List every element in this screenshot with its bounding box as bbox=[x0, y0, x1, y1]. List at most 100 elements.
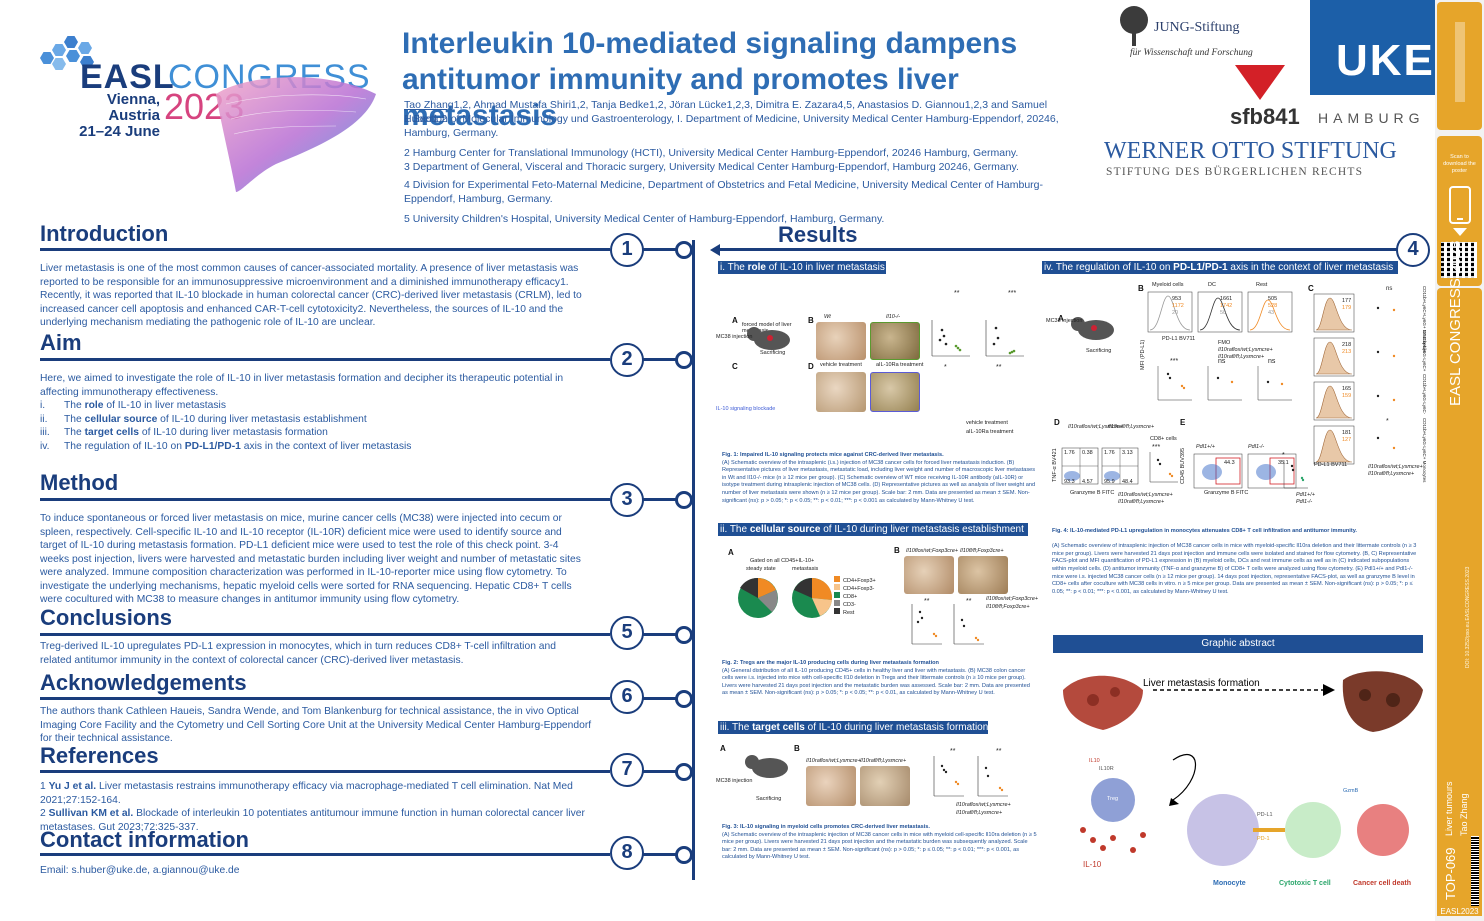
tree-icon bbox=[1120, 6, 1148, 46]
sub-post: of IL-10 in liver metastasis bbox=[765, 262, 885, 273]
sub-bold: PD-L1/PD-1 bbox=[1173, 262, 1228, 273]
section-number-2: 2 bbox=[610, 343, 644, 377]
results-arrow-icon bbox=[710, 244, 720, 256]
foxp3-ctrl-label: Il10flox/wt;Foxp3cre+ bbox=[906, 548, 959, 554]
contact-text[interactable]: Email: s.huber@uke.de, a.giannou@uke.de bbox=[40, 865, 240, 876]
fig4-caption: Fig. 4: IL-10-mediated PD-L1 upregulatio… bbox=[1052, 528, 1420, 596]
fig4c-group: CD11b+Ly6G-Ly6C+ Monocytes bbox=[1422, 418, 1427, 483]
histogram-value: 213 bbox=[1342, 349, 1352, 355]
section-number-6: 6 bbox=[610, 680, 644, 714]
sub-post: axis in the context of liver metastasis bbox=[1227, 262, 1394, 273]
myeloid-label: Myeloid cells bbox=[1152, 282, 1184, 288]
sub-pre: iv. The regulation of IL-10 on bbox=[1044, 262, 1174, 273]
fig4c-histograms-icon bbox=[1313, 293, 1396, 465]
sfb841-wordmark: sfb841 bbox=[1230, 104, 1300, 129]
ga-label: PD-1 bbox=[1257, 836, 1270, 842]
panel-label: C bbox=[1308, 284, 1314, 293]
fig4-caption-text: (A) Schematic overview of intrasplenic i… bbox=[1052, 543, 1417, 595]
fig4d-scatter-icon bbox=[1149, 452, 1178, 483]
legend-foxp3-ko: Il10fl/fl;Foxp3cre+ bbox=[986, 604, 1030, 610]
qr-code[interactable] bbox=[1441, 242, 1477, 278]
graphic-abstract-illustration bbox=[1063, 671, 1423, 866]
reference-text: Blockade of interleukin 10 potentiates a… bbox=[40, 808, 585, 833]
facs-quadrant: 3.13 bbox=[1122, 450, 1133, 456]
histogram-value: 1172 bbox=[1172, 303, 1184, 309]
method-heading: Method bbox=[40, 470, 119, 495]
sidebar-topic: Liver tumours bbox=[1444, 781, 1454, 836]
histogram-value: 1742 bbox=[1220, 303, 1233, 309]
ga-label: IL-10 bbox=[1083, 860, 1102, 869]
fig4c-group: CD11b+Ly6G-Ly6C+ bbox=[1422, 330, 1427, 372]
aim-intro: Here, we aimed to investigate the role o… bbox=[40, 373, 564, 398]
jung-stiftung-logo: JUNG-Stiftung für Wissenschaft und Forsc… bbox=[1110, 0, 1253, 66]
presenting-author: Tao Zhang bbox=[404, 99, 454, 111]
mc38-label: MC38 injection bbox=[716, 778, 753, 784]
aim-item: iii.The target cells of IL-10 during liv… bbox=[40, 426, 590, 440]
method-rule bbox=[40, 498, 610, 501]
liver-photo bbox=[860, 766, 910, 806]
aim-item-pre: The bbox=[64, 413, 85, 425]
fig3-caption: Fig. 3: IL-10 signaling in myeloid cells… bbox=[722, 824, 1037, 862]
fig4d-facs-icon bbox=[1061, 447, 1139, 485]
histogram-value: 1661 bbox=[1220, 296, 1233, 302]
reference-authors: Yu J et al. bbox=[48, 781, 97, 792]
results-timeline bbox=[692, 240, 695, 880]
significance: ** bbox=[954, 290, 960, 297]
legend-pdl1-ko: Pdl1-/- bbox=[1296, 499, 1313, 505]
timeline-dot-3 bbox=[675, 491, 693, 509]
jung-name: JUNG-Stiftung bbox=[1154, 20, 1240, 35]
ga-label: Cancer cell death bbox=[1353, 880, 1411, 887]
sub-post: of IL-10 during liver metastasis formati… bbox=[804, 722, 989, 733]
poster-title: Interleukin 10-mediated signaling dampen… bbox=[402, 27, 1018, 132]
facs-gate: 44.3 bbox=[1224, 460, 1235, 466]
cd8-label: CD8+ cells bbox=[1150, 436, 1177, 442]
mc38-label: MC38 injection bbox=[716, 334, 753, 340]
ga-label: Cytotoxic T cell bbox=[1279, 880, 1331, 887]
aim-rule bbox=[40, 358, 610, 361]
significance: ns bbox=[1386, 286, 1393, 292]
facs-quadrant: 1.76 bbox=[1064, 450, 1075, 456]
reference-number: 2 bbox=[40, 808, 49, 819]
section-number-4: 4 bbox=[1396, 233, 1430, 267]
aim-item-pre: The bbox=[64, 400, 85, 411]
uke-logo: UKE bbox=[1310, 0, 1435, 95]
acknowledgements-text: The authors thank Cathleen Haueis, Sandr… bbox=[40, 706, 592, 744]
mouse-icon bbox=[1071, 317, 1114, 340]
sidebar-footer: EASL2023 bbox=[1437, 907, 1482, 916]
histogram-value: 20 bbox=[1172, 310, 1179, 316]
gzmb-axis: Granzyme B FITC bbox=[1204, 490, 1249, 496]
references-rule bbox=[40, 770, 610, 773]
significance: *** bbox=[1170, 358, 1179, 365]
mfi-axis: MFI (PD-L1) bbox=[1140, 339, 1146, 370]
fig2b-scatter-icon bbox=[911, 604, 984, 645]
easl-congress-logo: EASL CONGRESS Vienna, Austria 21–24 June… bbox=[36, 28, 406, 198]
connector-6 bbox=[643, 697, 683, 700]
fig1-caption-title: Fig. 1: Impaired IL-10 signaling protect… bbox=[722, 452, 944, 458]
sacrificing-label: Sacrificing bbox=[1086, 348, 1112, 354]
liver-photo bbox=[870, 322, 920, 360]
panel-label: B bbox=[808, 316, 814, 325]
aim-item-number: i. bbox=[40, 400, 46, 411]
hexagon-cluster-icon bbox=[40, 34, 120, 84]
reference-text: Liver metastasis restrains immunotherapy… bbox=[40, 781, 573, 806]
legend-swatch bbox=[834, 600, 840, 606]
significance: *** bbox=[1008, 290, 1017, 297]
affiliation-4: 4 Division for Experimental Feto-Materna… bbox=[404, 179, 1044, 205]
significance: * bbox=[944, 364, 947, 371]
sacrificing-label: Sacrificing bbox=[760, 350, 786, 356]
aim-block: Here, we aimed to investigate the role o… bbox=[40, 372, 590, 453]
histogram-value: 953 bbox=[1172, 296, 1182, 302]
fig1-caption: Fig. 1: Impaired IL-10 signaling protect… bbox=[722, 452, 1037, 505]
references-heading: References bbox=[40, 743, 159, 768]
method-text: To induce spontaneous or forced liver me… bbox=[40, 513, 581, 605]
fig4b-mfi-scatter-icon bbox=[1157, 366, 1292, 401]
sub-bold: role bbox=[747, 262, 766, 273]
facs-quadrant: 48.4 bbox=[1122, 479, 1133, 485]
affiliation-5: 5 University Children's Hospital, Univer… bbox=[404, 213, 885, 225]
graphic-abstract: Liver metastasis formation IL10 IL10R Tr… bbox=[1053, 660, 1431, 890]
il10-label: Il10-/- bbox=[886, 314, 901, 320]
significance: ** bbox=[996, 364, 1002, 371]
results-rule bbox=[720, 248, 1400, 251]
aim-item-number: ii. bbox=[40, 413, 48, 425]
section-number-1: 1 bbox=[610, 233, 644, 267]
